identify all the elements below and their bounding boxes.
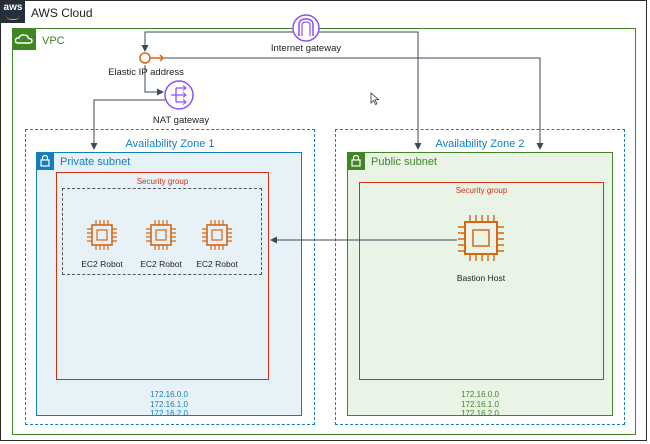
vpc-group — [12, 28, 636, 435]
cloud-title: AWS Cloud — [31, 6, 93, 20]
ec2-chip-icon — [202, 220, 232, 250]
private-subnet-title: Private subnet — [60, 156, 131, 168]
availability-zone-1 — [25, 129, 315, 425]
lock-icon — [40, 154, 50, 167]
public-subnet — [347, 152, 613, 416]
elastic-ip-icon — [139, 52, 165, 64]
ec2-chip-icon — [458, 215, 504, 261]
private-subnet — [36, 152, 302, 416]
bastion-host-label: Bastion Host — [456, 273, 506, 283]
cidr-entry: 172.16.1.0 — [461, 399, 499, 409]
vpc-badge — [12, 28, 36, 50]
security-group-private-title: Security group — [136, 177, 189, 186]
internet-gateway-icon — [292, 14, 320, 42]
vpc-title: VPC — [42, 35, 65, 47]
vpc-cloud-icon — [14, 34, 33, 44]
ec2-instance-3-label: EC2 Robot — [196, 259, 238, 269]
cidr-entry: 172.16.2.0 — [150, 409, 188, 418]
igw-to-eip-connector — [141, 31, 294, 52]
aws-logo: aws — [1, 1, 25, 23]
lock-icon — [351, 154, 361, 167]
private-subnet-badge — [36, 152, 54, 170]
ec2-chip-icon — [87, 220, 117, 250]
nat-gateway-icon — [164, 80, 194, 110]
security-group-public-title: Security group — [455, 186, 508, 195]
ec2-instance-1-label: EC2 Robot — [81, 259, 123, 269]
cidr-entry: 172.16.0.0 — [150, 390, 188, 399]
bastion-host — [457, 214, 505, 267]
aws-logo-text: aws — [3, 2, 23, 13]
ec2-chip-icon — [146, 220, 176, 250]
public-subnet-cidrs: 172.16.0.0 172.16.1.0 172.16.2.0 — [347, 390, 613, 419]
availability-zone-2-title: Availability Zone 2 — [435, 138, 525, 150]
auto-scaling-group — [62, 188, 262, 275]
ec2-instance-2-label: EC2 Robot — [140, 259, 182, 269]
availability-zone-2 — [335, 129, 625, 425]
cidr-entry: 172.16.0.0 — [461, 390, 499, 399]
eip-to-public-connector — [152, 57, 544, 150]
cidr-entry: 172.16.1.0 — [150, 399, 188, 409]
cidr-entry: 172.16.2.0 — [461, 409, 499, 418]
ec2-instance-2 — [145, 219, 177, 256]
nat-gateway-label: NAT gateway — [152, 115, 210, 126]
private-subnet-cidrs: 172.16.0.0 172.16.1.0 172.16.2.0 — [36, 390, 302, 419]
ec2-instance-3 — [201, 219, 233, 256]
public-subnet-badge — [347, 152, 365, 170]
eip-to-nat-connector — [144, 65, 164, 96]
mouse-cursor-icon — [370, 92, 380, 106]
security-group-public — [359, 182, 604, 380]
aws-smile-icon — [6, 15, 20, 20]
elastic-ip-label: Elastic IP address — [108, 67, 184, 78]
internet-gateway-label: Internet gateway — [270, 43, 342, 54]
ec2-instance-1 — [86, 219, 118, 256]
nat-to-private-connector — [90, 99, 165, 150]
availability-zone-1-title: Availability Zone 1 — [125, 138, 215, 150]
public-subnet-title: Public subnet — [371, 156, 438, 168]
security-group-private — [56, 172, 269, 380]
igw-to-public-connector — [318, 31, 422, 150]
